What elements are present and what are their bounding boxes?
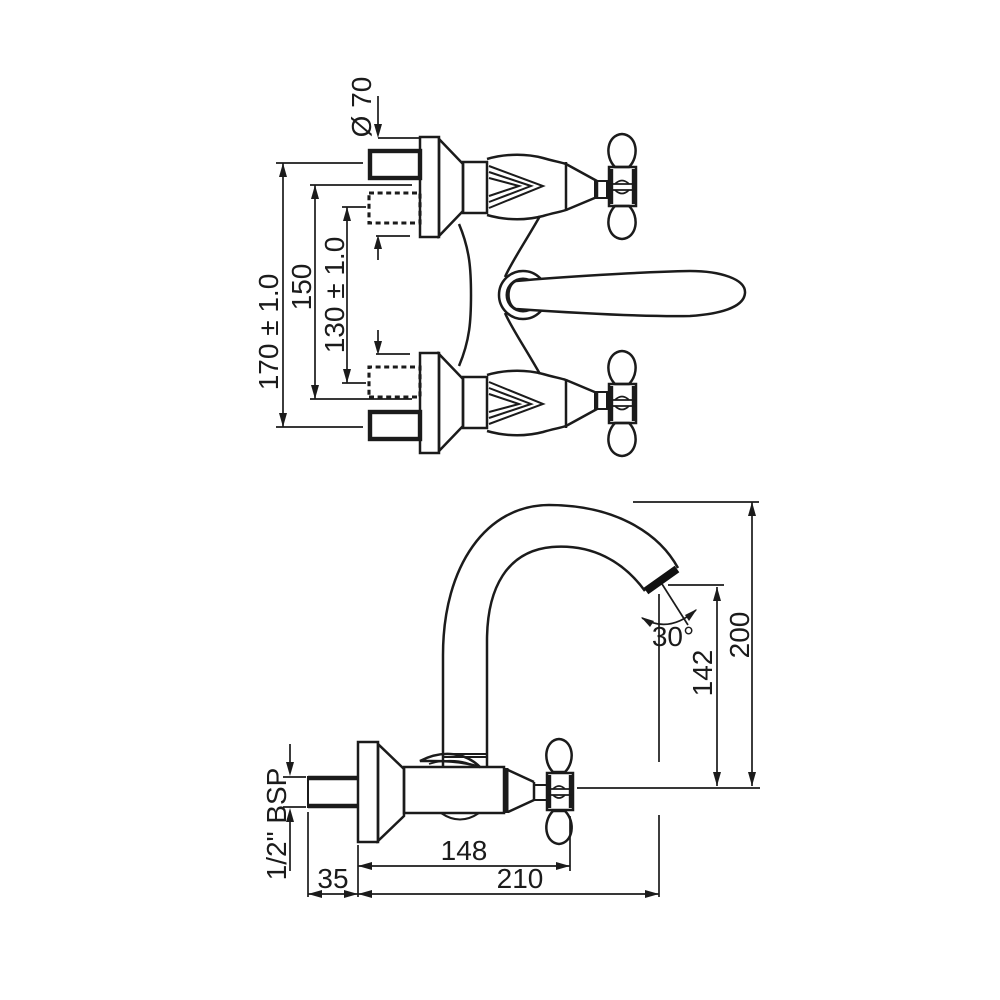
dim-210-label: 210 bbox=[497, 863, 544, 894]
spout-base-joint bbox=[444, 753, 486, 758]
stem-square-side bbox=[533, 784, 548, 801]
escutcheon-cone bbox=[437, 135, 465, 240]
spout-outlet-tip bbox=[643, 565, 680, 595]
stem-square bbox=[594, 180, 608, 199]
body-end-cone bbox=[565, 162, 599, 212]
cross-handle-side bbox=[545, 737, 575, 846]
body-column bbox=[457, 215, 542, 375]
chevron-side-line bbox=[428, 759, 476, 767]
gooseneck-spout bbox=[441, 503, 680, 766]
dim-35-210: 35 210 bbox=[307, 812, 660, 898]
bonnet-ring bbox=[461, 160, 489, 215]
front-assembly-bottom bbox=[369, 351, 636, 456]
front-view: Ø 70 170 ± 1.0 150 130 ± 1.0 bbox=[253, 77, 747, 456]
dim-200-label: 200 bbox=[724, 612, 755, 659]
spout-inner-curve bbox=[485, 545, 647, 766]
dim-flange-diameter: Ø 70 bbox=[346, 77, 420, 139]
dim-150: 150 bbox=[286, 184, 412, 400]
inlet-pipe bbox=[307, 775, 358, 809]
lever-handle bbox=[507, 269, 747, 318]
cross-handle bbox=[607, 132, 638, 241]
valve-body-bottom-edge bbox=[486, 208, 567, 221]
handle-lobe-bottom-side bbox=[545, 809, 573, 846]
handle-lobe-top bbox=[607, 132, 637, 169]
dim-148: 148 bbox=[358, 816, 571, 871]
handle-lobe-bottom bbox=[607, 204, 637, 241]
dim-142: 142 bbox=[668, 584, 724, 786]
dim-inlet-thread-label: 1/2" BSP bbox=[261, 768, 292, 881]
side-view: 1/2" BSP 30° 142 200 bbox=[261, 501, 760, 898]
dim-spout-angle: 30° bbox=[641, 583, 697, 762]
wall-leg-hidden bbox=[367, 191, 422, 225]
wall-leg-solid bbox=[367, 148, 423, 181]
dim-200: 200 bbox=[633, 501, 759, 786]
dim-130: 130 ± 1.0 bbox=[319, 206, 366, 384]
dim-170: 170 ± 1.0 bbox=[253, 162, 363, 428]
handle-lobe-top-side bbox=[545, 737, 573, 774]
body-underside-bump bbox=[440, 812, 480, 821]
body-chevrons bbox=[488, 165, 546, 209]
dim-spout-angle-label: 30° bbox=[652, 621, 694, 652]
wall-flange bbox=[418, 135, 441, 239]
flange-face-arrows bbox=[374, 235, 410, 355]
front-assembly-top bbox=[367, 132, 638, 241]
valve-body-side bbox=[402, 765, 506, 815]
dim-142-label: 142 bbox=[687, 650, 718, 697]
valve-body-top-edge bbox=[486, 153, 567, 166]
escutcheon-cone-side bbox=[376, 741, 406, 844]
wall-flange-side bbox=[356, 740, 380, 844]
dim-148-label: 148 bbox=[441, 835, 488, 866]
dim-170-label: 170 ± 1.0 bbox=[253, 274, 284, 391]
dim-35-label: 35 bbox=[317, 863, 348, 894]
body-end-cone-side bbox=[507, 768, 536, 814]
dim-150-label: 150 bbox=[286, 264, 317, 311]
dim-flange-diameter-label: Ø 70 bbox=[346, 77, 377, 138]
dim-inlet-thread: 1/2" BSP bbox=[261, 744, 306, 880]
spout-outer-curve bbox=[441, 503, 680, 766]
dim-130-label: 130 ± 1.0 bbox=[319, 237, 350, 354]
